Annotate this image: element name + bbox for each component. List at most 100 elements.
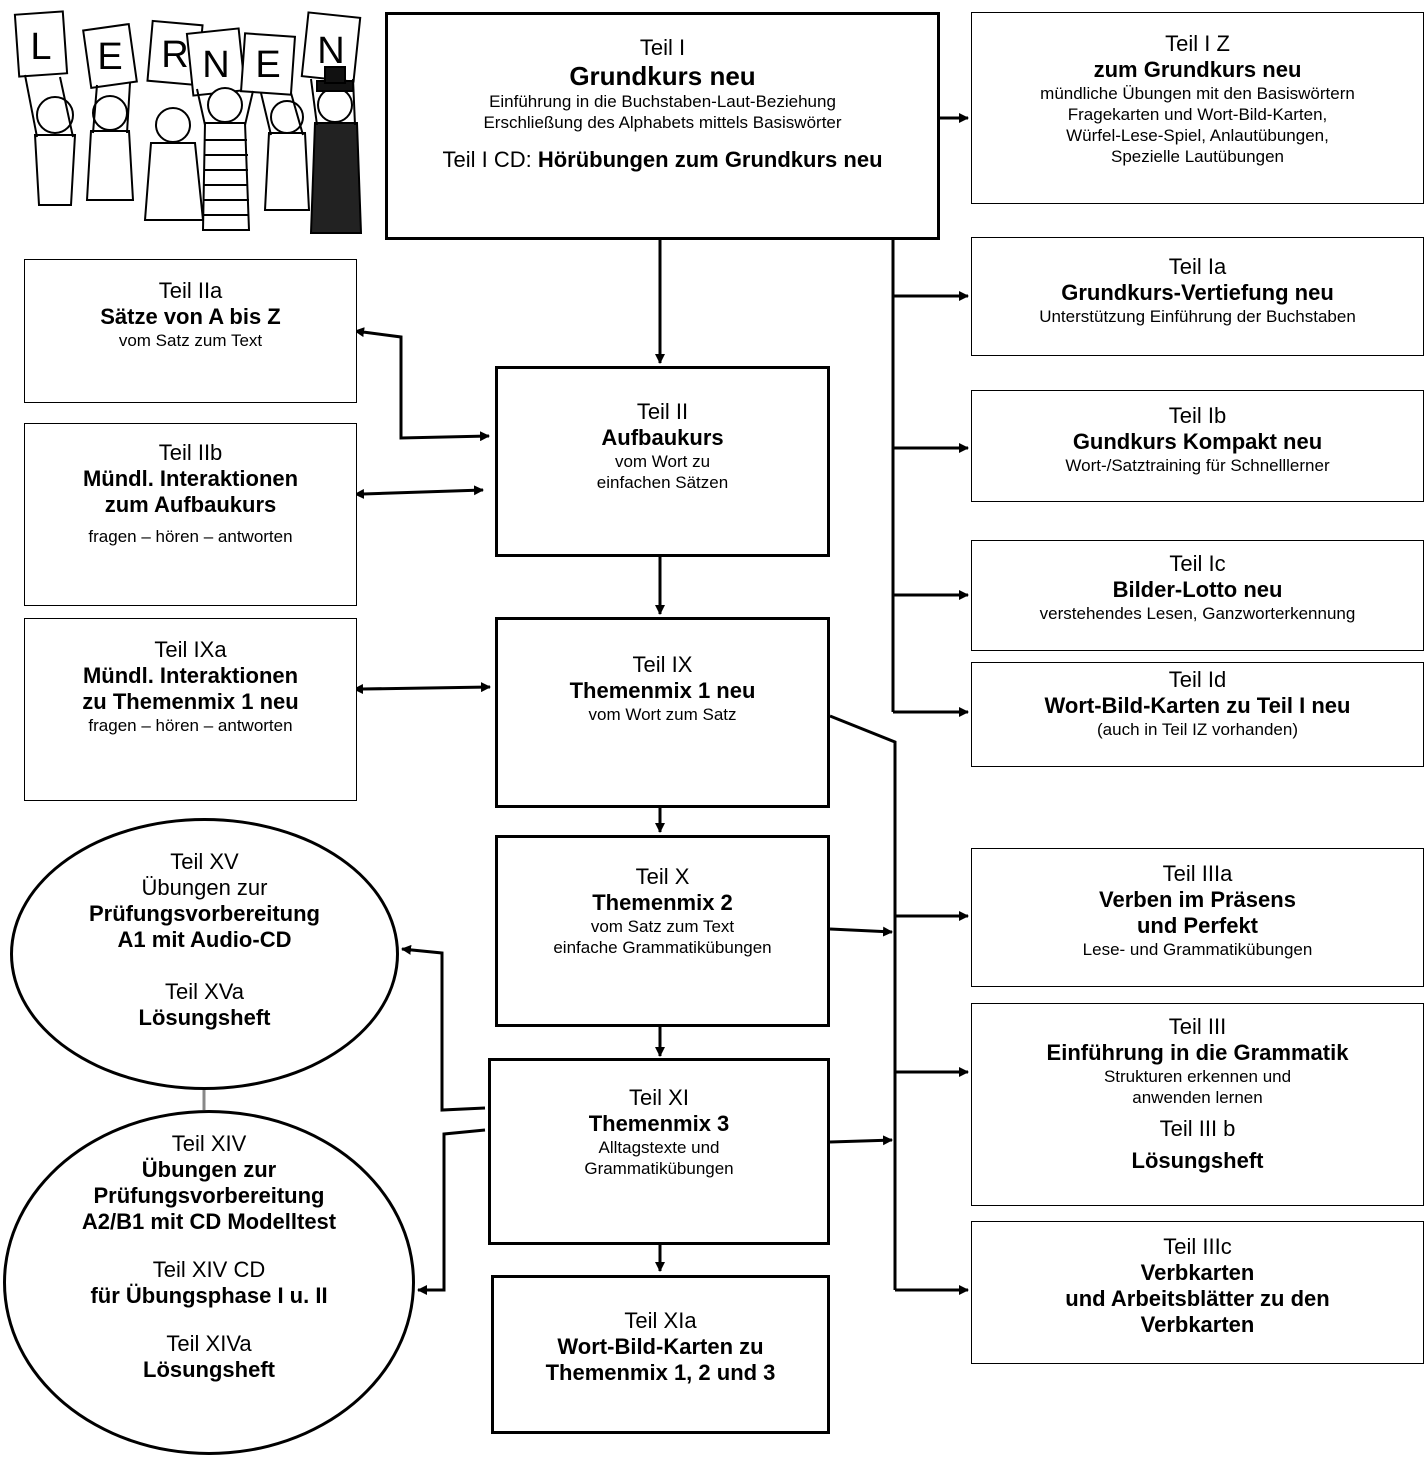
node-title: Bilder-Lotto neu [1112,577,1283,602]
node-label: Teil I [639,35,686,60]
node-label: Teil I Z [1165,31,1230,56]
node-desc: einfache Grammatikübungen [553,938,772,957]
node-title: zum Grundkurs neu [1093,57,1302,82]
node-teil9: Teil IX Themenmix 1 neu vom Wort zum Sat… [495,617,830,808]
node-title: Verben im Präsens [1099,887,1296,912]
node-desc: Grammatikübungen [584,1159,734,1178]
node-label: Teil XV [170,849,239,874]
node-desc: Erschließung des Alphabets mittels Basis… [483,113,842,132]
node-teil3c: Teil IIIc Verbkarten und Arbeitsblätter … [971,1221,1424,1364]
node-title: Gundkurs Kompakt neu [1072,429,1323,454]
logo-letter: E [97,36,122,78]
node-title: Mündl. Interaktionen [82,663,299,688]
node-title: und Arbeitsblätter zu den [1065,1286,1330,1311]
node-teil11: Teil XI Themenmix 3 Alltagstexte und Gra… [488,1058,830,1245]
node-desc: Einführung in die Buchstaben-Laut-Bezieh… [489,92,836,111]
node-title: zum Aufbaukurs [104,492,277,517]
node-label: Teil X [635,864,690,889]
node-desc: Würfel-Lese-Spiel, Anlautübungen, [1066,126,1329,145]
node-title: Lösungsheft [1131,1148,1264,1173]
arrow-teil9a-teil9 [353,682,491,694]
arrow-teil11-teil14 [417,1128,486,1295]
node-line: Übungen zur [141,875,268,900]
node-desc: fragen – hören – antworten [88,527,293,546]
node-title: Sätze von A bis Z [100,304,281,329]
node-teil3: Teil III Einführung in die Grammatik Str… [971,1003,1424,1206]
node-desc: vom Wort zum Satz [588,705,737,724]
node-teil1c: Teil Ic Bilder-Lotto neu verstehendes Le… [971,540,1424,651]
node-label: Teil III [1168,1014,1227,1039]
node-title: Verbkarten [1140,1260,1255,1285]
node-desc: Fragekarten und Wort-Bild-Karten, [1067,105,1328,124]
node-desc: mündliche Übungen mit den Basiswörtern [1040,84,1355,103]
logo-letter: N [202,44,229,86]
node-label: Teil XIa [624,1308,697,1333]
node-label: Teil XIV CD [152,1257,266,1282]
node-label: Teil II [636,399,689,424]
logo-card-5 [239,32,297,96]
bus-teil9-lower [829,714,897,1290]
node-title: Wort-Bild-Karten zu [557,1334,764,1359]
node-label: Teil Ib [1168,403,1227,428]
node-title: für Übungsphase I u. II [90,1283,328,1308]
node-label: Teil IIa [158,278,223,303]
node-label: Teil Id [1168,667,1227,692]
node-desc: Wort-/Satztraining für Schnelllerner [1065,456,1330,475]
node-title: Wort-Bild-Karten zu Teil I neu [1044,693,1351,718]
node-desc: Alltagstexte und [598,1138,720,1157]
logo-card-1 [13,10,69,78]
node-label: Teil XI [629,1085,689,1110]
logo-letter: L [30,26,51,68]
arrow-teil2a-teil2 [354,327,490,442]
node-title: Prüfungsvorbereitung [93,1183,325,1208]
node-label: Teil III b [1159,1116,1236,1141]
node-label: Teil Ia [1168,254,1227,279]
node-label: Teil XIVa [166,1331,252,1356]
arrow-teil2b-teil2 [354,485,484,499]
node-teil1: Teil I Grundkurs neu Einführung in die B… [385,12,940,240]
node-title: Themenmix 2 [592,890,733,915]
node-teil1b: Teil Ib Gundkurs Kompakt neu Wort-/Satzt… [971,390,1424,502]
node-title: Prüfungsvorbereitung [88,901,320,926]
node-cd-line: Teil I CD: Hörübungen zum Grundkurs neu [442,147,882,173]
node-title: Grundkurs-Vertiefung neu [1061,280,1334,305]
node-label: Teil XVa [164,979,245,1004]
node-teil1z: Teil I Z zum Grundkurs neu mündliche Übu… [971,12,1424,204]
node-title: Themenmix 3 [588,1111,730,1136]
node-teil3a: Teil IIIa Verben im Präsens und Perfekt … [971,848,1424,987]
node-desc: verstehendes Lesen, Ganzworterkennung [1039,604,1356,623]
logo-card-2 [82,22,138,90]
node-title: Grundkurs neu [569,61,756,91]
node-label: Teil IXa [154,637,227,662]
logo-letter: R [161,34,188,76]
node-title: Themenmix 1, 2 und 3 [545,1360,776,1385]
node-teil1a: Teil Ia Grundkurs-Vertiefung neu Unterst… [971,237,1424,356]
node-label: Teil IX [632,652,693,677]
logo-letter: N [317,30,344,72]
node-desc: vom Wort zu [614,452,711,471]
node-title: Einführung in die Grammatik [1046,1040,1349,1065]
node-desc: vom Satz zum Text [590,917,735,936]
node-desc: fragen – hören – antworten [88,716,293,735]
node-teil1d: Teil Id Wort-Bild-Karten zu Teil I neu (… [971,662,1424,767]
node-title: A1 mit Audio-CD [117,927,292,952]
arrow-teil10-bus [829,926,893,937]
node-desc: vom Satz zum Text [118,331,263,350]
node-teil11a: Teil XIa Wort-Bild-Karten zu Themenmix 1… [491,1275,830,1434]
node-teil10: Teil X Themenmix 2 vom Satz zum Text ein… [495,835,830,1027]
node-desc: Strukturen erkennen und [1103,1067,1292,1086]
node-desc: Spezielle Lautübungen [1111,147,1284,166]
node-title: Lösungsheft [138,1005,271,1030]
node-desc: Unterstützung Einführung der Buchstaben [1039,307,1356,326]
node-label: Teil XIV [171,1131,247,1156]
node-label: Teil IIb [158,440,223,465]
node-title: A2/B1 mit CD Modelltest [81,1209,337,1234]
node-label: Teil IIIc [1163,1234,1232,1259]
node-title: Mündl. Interaktionen [82,466,299,491]
arrow-teil11-bus [829,1135,893,1146]
node-title: zu Themenmix 1 neu [82,689,299,714]
lernen-logo: L E R N E N [13,10,363,234]
node-teil2b: Teil IIb Mündl. Interaktionen zum Aufbau… [24,423,357,606]
node-label: Teil Ic [1169,551,1226,576]
